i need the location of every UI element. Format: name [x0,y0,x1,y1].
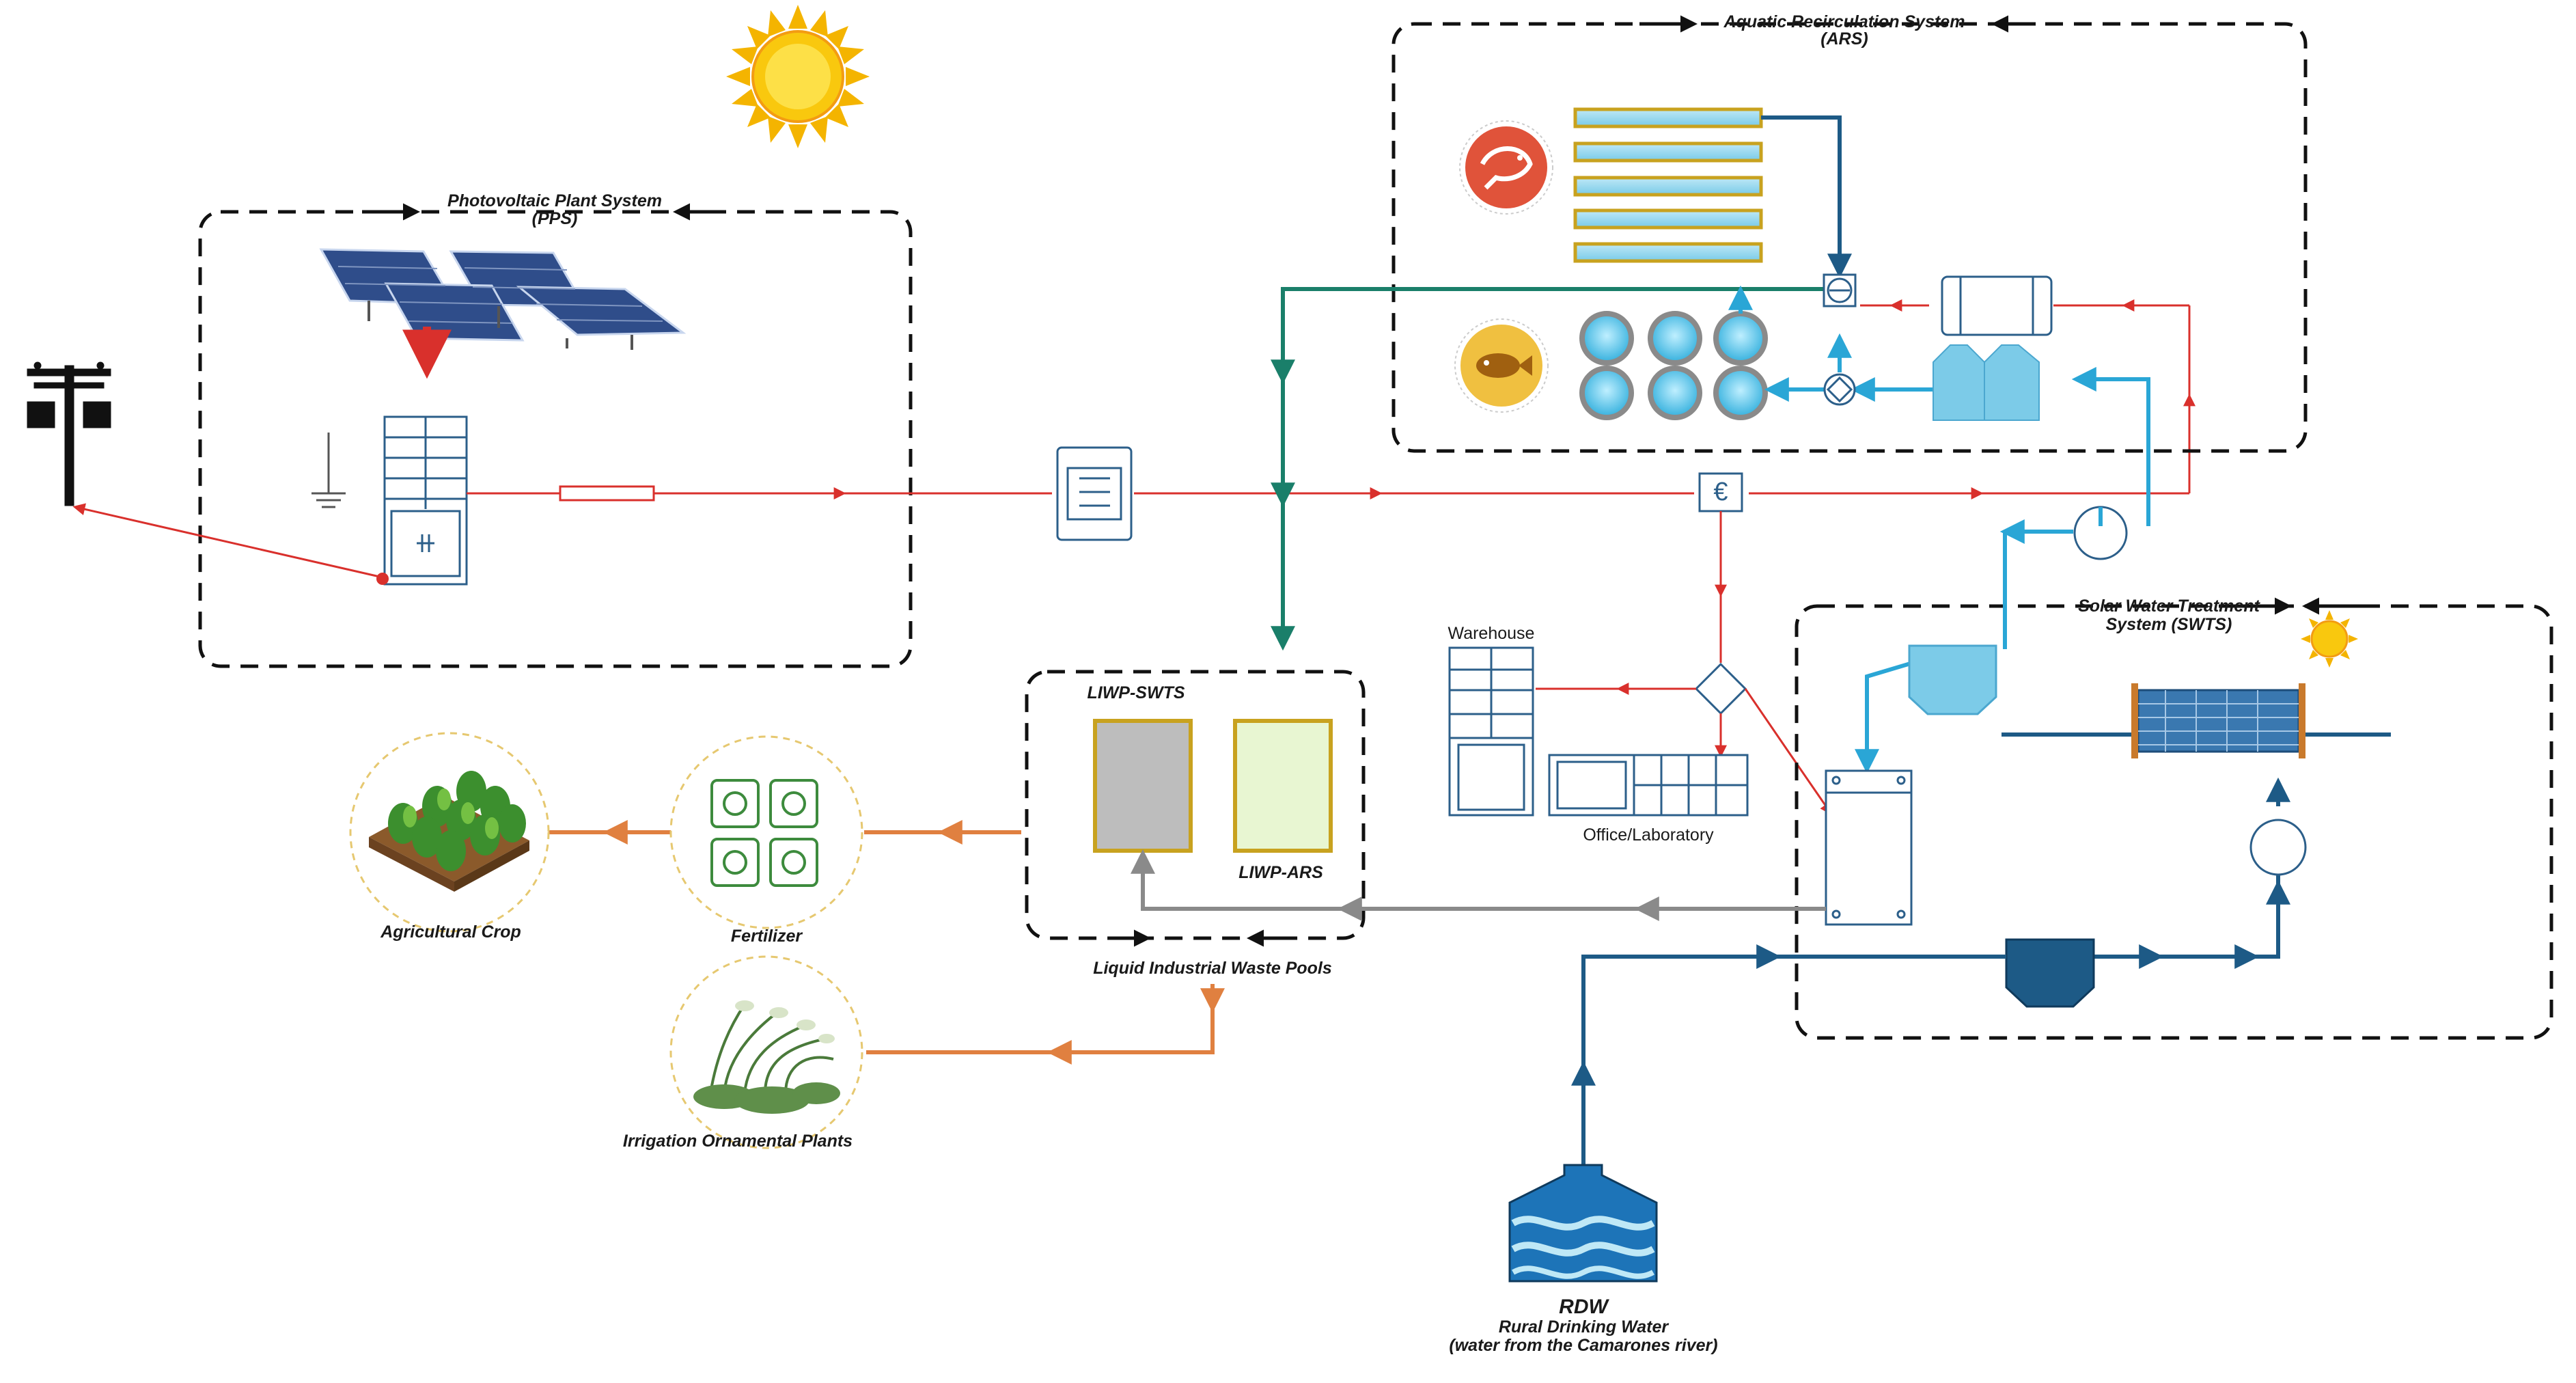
svg-text:€: € [1713,478,1728,506]
ground-icon [311,433,346,508]
warehouse-label: Warehouse [1448,624,1535,643]
distributor-node [1694,662,1747,715]
fertilizer-label: Fertilizer [731,927,803,946]
fish-pools [1579,311,1768,420]
office-label: Office/Laboratory [1583,825,1714,845]
ars-filter-icon [1941,275,2053,336]
liwp-title: Liquid Industrial Waste Pools [1093,959,1332,978]
raceway-tanks [1573,107,1763,263]
fuse-icon [559,485,655,502]
waste-return-line [1131,849,1826,921]
liwp-swts-label: LIWP-SWTS [1087,683,1185,702]
pps-system: Photovoltaic Plant System (PPS) [198,191,913,668]
swts-title-line2: System (SWTS) [2106,615,2232,634]
inverter-cabinet-icon [383,415,468,586]
fertilizer-icon [669,735,863,929]
ars-abbr: (ARS) [1820,29,1868,49]
swts-title-line1: Solar Water Treatment [2078,597,2261,616]
raw-water-line [1571,944,2006,1165]
ars-title: Aquatic Recirculation System [1723,12,1965,31]
small-sun-icon [2301,610,2358,668]
utility-pole-icon [27,361,111,506]
shrimp-icon [1459,120,1553,215]
grid-export-line [72,503,383,579]
liwp-ars-pool [1233,719,1333,853]
solar-panel-array-icon [319,248,687,355]
warehouse-icon [1448,646,1534,817]
building-feed-line [1536,511,1833,815]
sedimentation-tank-icon [2005,938,2095,1008]
ars-storage-tanks-icon [1933,344,2040,421]
ars-valve-icon [1823,273,1857,307]
connection-node [376,573,389,585]
office-laboratory-icon [1548,754,1749,817]
waste-output-lines [540,820,1225,1065]
rdw-water-tank-icon [1508,1164,1658,1283]
liwp-system: Liquid Industrial Waste Pools LIWP-SWTS … [1025,670,1366,978]
electric-bus [467,299,2196,502]
junction-box-icon: € [1698,472,1743,512]
pps-abbr: (PPS) [532,209,578,228]
swts-pump-icon [2249,819,2307,876]
liwp-ars-label: LIWP-ARS [1238,863,1323,882]
clarifier-tank-icon [1908,644,1997,715]
swts-system: Solar Water Treatment System (SWTS) [1795,597,2553,1040]
crop-label: Agricultural Crop [380,922,521,942]
irrigation-label: Irrigation Ornamental Plants [623,1132,853,1151]
distribution-board-icon [1056,446,1133,541]
sun-icon [726,5,870,148]
rdw-detail: (water from the Camarones river) [1449,1336,1717,1355]
ornamental-plants-icon [669,955,863,1149]
solar-collector-icon [2131,683,2305,758]
ars-system: Aquatic Recirculation System (ARS) [1391,12,2308,453]
swts-piping [1855,507,2391,969]
rdw-name: Rural Drinking Water [1499,1317,1669,1337]
agricultural-crop-icon [349,732,550,933]
swts-storage-tank-icon [1825,769,1913,926]
pps-title: Photovoltaic Plant System [447,191,662,210]
fish-icon [1454,318,1549,413]
liwp-swts-pool [1093,719,1193,853]
rdw-abbr: RDW [1559,1296,1609,1318]
ars-piping [1271,115,2150,651]
ars-pump-icon [1823,373,1856,406]
